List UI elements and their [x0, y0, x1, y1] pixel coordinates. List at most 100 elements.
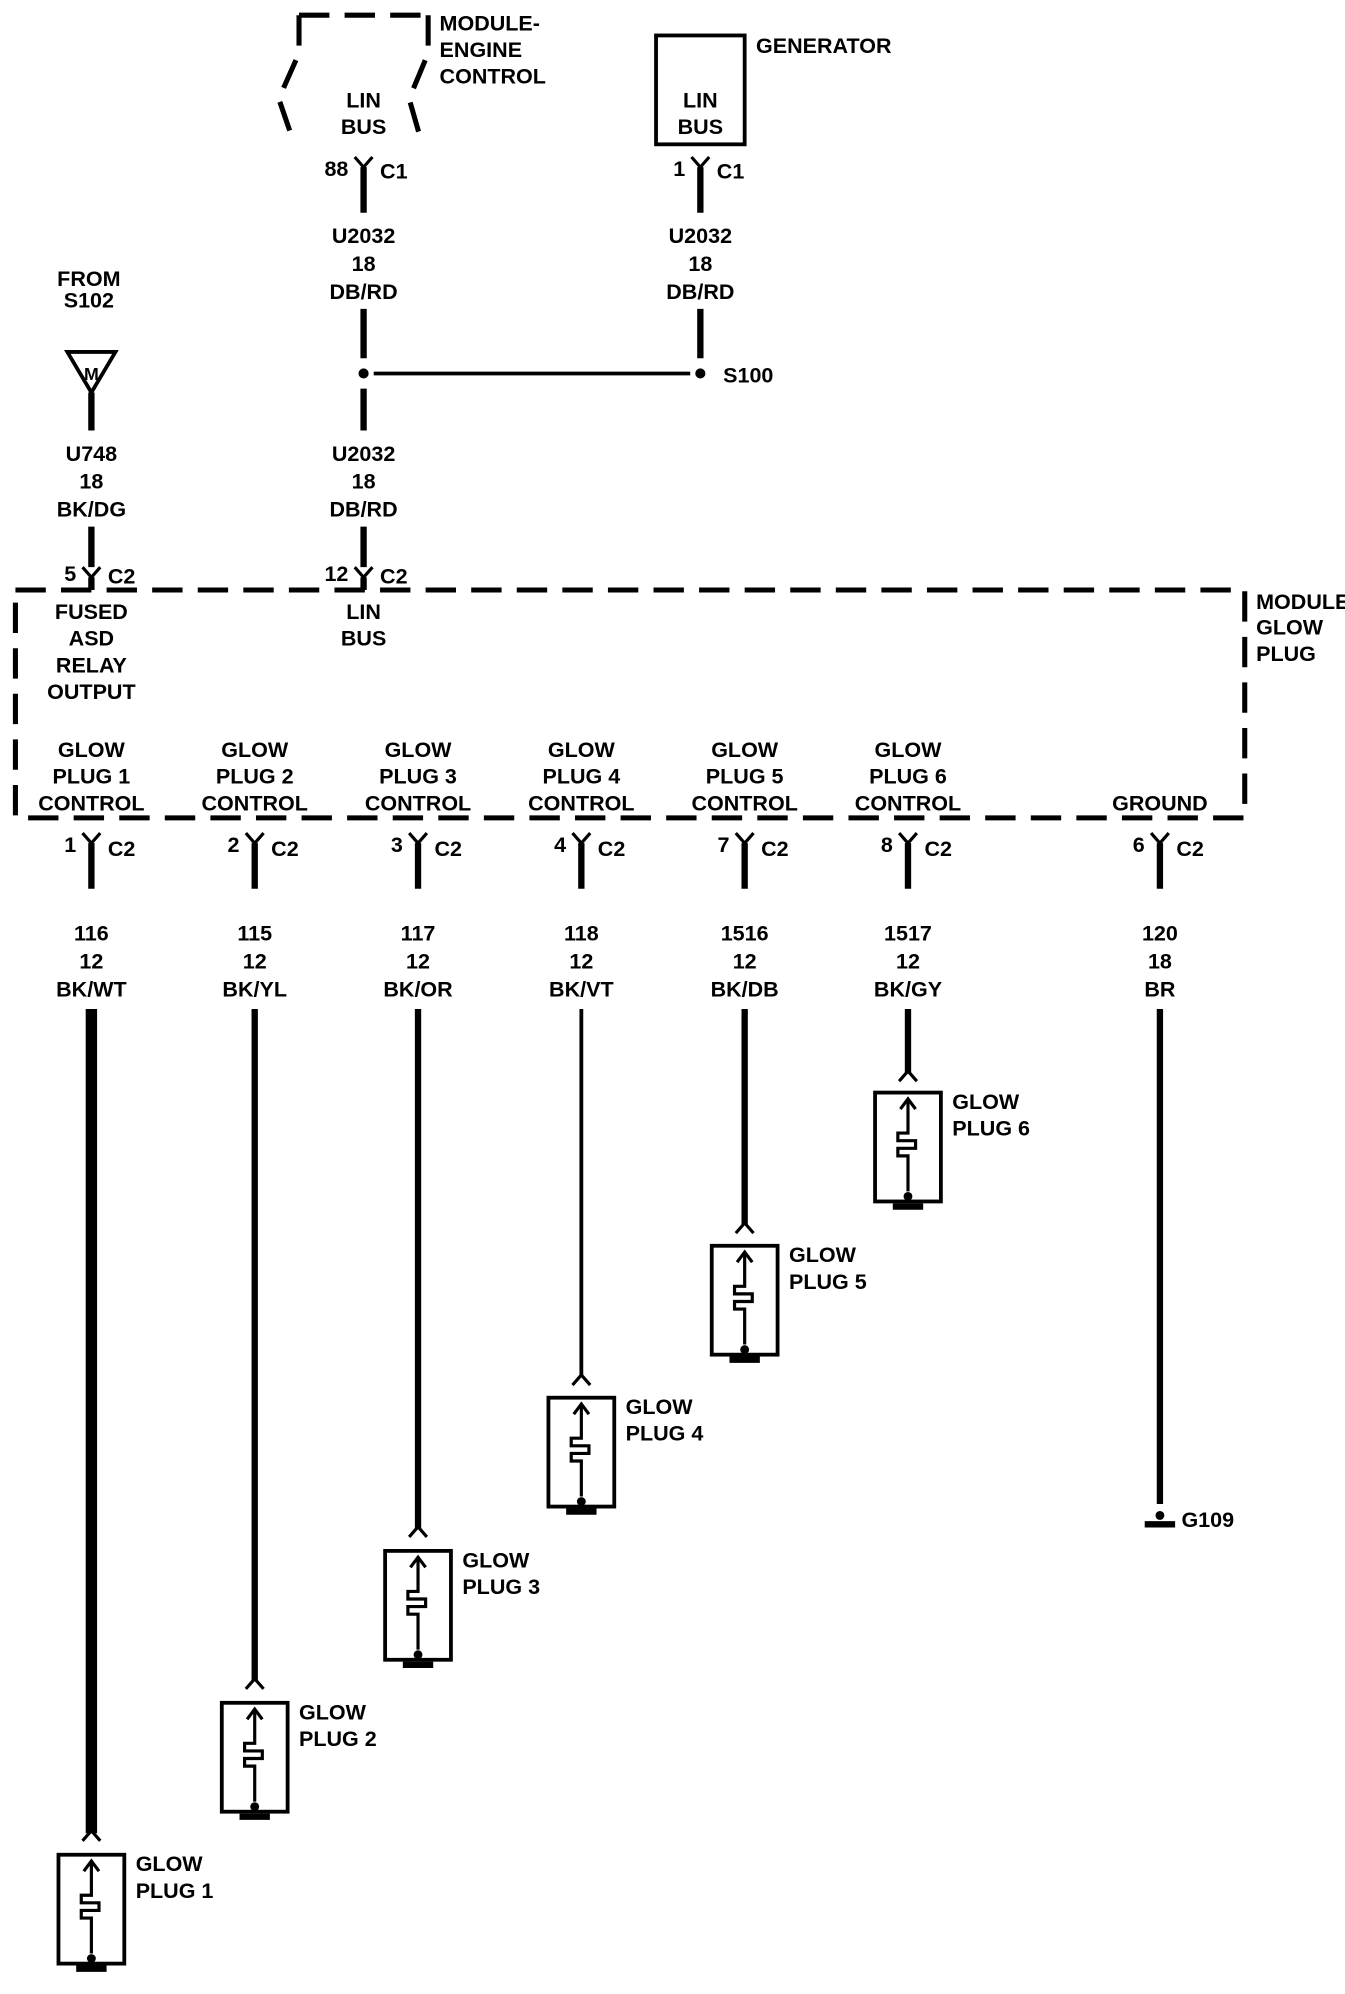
output-1-pin: 1 — [64, 833, 76, 857]
generator-pin-label-line1: LIN — [683, 89, 718, 113]
glow-plug-5-label-line2: PLUG 5 — [789, 1270, 867, 1294]
source-label-line1: FROM — [57, 267, 120, 291]
glow-plug-2-label-line1: GLOW — [299, 1700, 367, 1724]
fused-circuit: U748 — [66, 442, 117, 466]
generator-lin-wire: U2032 18 DB/RD — [666, 167, 734, 359]
generator-connector-icon — [690, 155, 711, 170]
fused-label-line3: RELAY — [56, 653, 127, 677]
output-channel-6: GLOW PLUG 6 CONTROL 8 C2 1517 12 BK/GY G… — [855, 738, 1030, 1210]
lin-label-line1: LIN — [346, 600, 381, 624]
output-2-conn: C2 — [271, 837, 299, 861]
lin-pin-number: 12 — [324, 562, 348, 586]
ecm-name-line2: ENGINE — [440, 38, 522, 62]
output-5-circuit: 1516 — [721, 922, 769, 946]
output-2-label-line1: GLOW — [221, 738, 289, 762]
generator-connector-id: C1 — [717, 160, 745, 184]
glow-plug-4-label-line2: PLUG 4 — [626, 1422, 704, 1446]
fused-color: BK/DG — [57, 498, 126, 522]
module-lin-color: DB/RD — [330, 498, 398, 522]
ecm-lin-circuit: U2032 — [332, 224, 395, 248]
generator-pin-number: 1 — [673, 157, 685, 181]
ground-point-label: G109 — [1181, 1508, 1234, 1532]
lin-connector-id: C2 — [380, 565, 408, 589]
ecm-lin-color: DB/RD — [330, 280, 398, 304]
output-3-circuit: 117 — [401, 922, 436, 946]
output-3-gauge: 12 — [406, 950, 430, 974]
glow-plug-5-label-line1: GLOW — [789, 1243, 857, 1267]
glow-plug-3-icon — [383, 1548, 453, 1668]
output-4-label-line1: GLOW — [548, 738, 616, 762]
output-5-conn: C2 — [761, 837, 789, 861]
glow-plug-2-label-line2: PLUG 2 — [299, 1727, 377, 1751]
ecm-name-line1: MODULE- — [440, 11, 540, 35]
output-4-label-line2: PLUG 4 — [542, 765, 620, 789]
output-4-conn: C2 — [598, 837, 626, 861]
glow-plug-1-icon — [56, 1852, 127, 1972]
output-channel-3: GLOW PLUG 3 CONTROL 3 C2 117 12 BK/OR GL… — [365, 738, 540, 1668]
output-1-color: BK/WT — [56, 977, 127, 1001]
output-5-label-line2: PLUG 5 — [706, 765, 784, 789]
ecm-pin-label-line1: LIN — [346, 89, 381, 113]
source-symbol: M — [84, 364, 99, 384]
fused-label-line4: OUTPUT — [47, 680, 135, 704]
output-1-label-line2: PLUG 1 — [53, 765, 131, 789]
output-5-label-line1: GLOW — [711, 738, 779, 762]
output-1-circuit: 116 — [74, 922, 109, 946]
glow-plug-1-label-line2: PLUG 1 — [136, 1879, 214, 1903]
ecm-lin-wire: U2032 18 DB/RD — [330, 167, 398, 359]
output-3-label-line1: GLOW — [385, 738, 453, 762]
module-lin-wire: U2032 18 DB/RD — [330, 388, 398, 590]
ecm-lin-gauge: 18 — [352, 252, 376, 276]
generator-pin-label-line2: BUS — [678, 115, 723, 139]
output-channel-5: GLOW PLUG 5 CONTROL 7 C2 1516 12 BK/DB G… — [691, 738, 867, 1363]
output-1-gauge: 12 — [79, 950, 103, 974]
output-3-label-line2: PLUG 3 — [379, 765, 457, 789]
glow-plug-3-label-line2: PLUG 3 — [462, 1575, 540, 1599]
fused-connector-id: C2 — [108, 565, 136, 589]
output-2-color: BK/YL — [222, 977, 287, 1001]
output-6-label-line3: CONTROL — [855, 791, 961, 815]
output-3-label-line3: CONTROL — [365, 791, 471, 815]
output-6-conn: C2 — [924, 837, 952, 861]
fused-pin-number: 5 — [64, 562, 76, 586]
output-4-color: BK/VT — [549, 977, 614, 1001]
glow-plug-1-label-line1: GLOW — [136, 1852, 204, 1876]
generator-module: GENERATOR LIN BUS 1 C1 — [654, 33, 892, 184]
glow-plug-3-label-line1: GLOW — [462, 1548, 530, 1572]
generator-lin-gauge: 18 — [688, 252, 712, 276]
source-from-s102: FROM S102 M U748 18 BK/DG — [57, 267, 126, 590]
output-6-label-line2: PLUG 6 — [869, 765, 947, 789]
ground-pin: 6 — [1133, 833, 1145, 857]
ecm-pin-number: 88 — [324, 157, 348, 181]
output-3-pin: 3 — [391, 833, 403, 857]
glow-module-name-line1: MODULE- — [1256, 590, 1345, 614]
ground-circuit: 120 — [1142, 922, 1178, 946]
generator-lin-circuit: U2032 — [669, 224, 732, 248]
output-6-color: BK/GY — [874, 977, 942, 1001]
output-4-gauge: 12 — [569, 950, 593, 974]
output-6-gauge: 12 — [896, 950, 920, 974]
glow-plug-5-icon — [709, 1243, 780, 1363]
output-6-label-line1: GLOW — [875, 738, 943, 762]
glow-module-name-line3: PLUG — [1256, 642, 1316, 666]
glow-module-name-line2: GLOW — [1256, 615, 1324, 639]
ground-symbol-icon — [1144, 1511, 1176, 1528]
ecm-pin-label-line2: BUS — [341, 115, 386, 139]
ecm-name-line3: CONTROL — [440, 65, 546, 89]
output-2-circuit: 115 — [237, 922, 272, 946]
output-6-circuit: 1517 — [884, 922, 932, 946]
lin-label-line2: BUS — [341, 627, 386, 651]
glow-plug-6-label-line1: GLOW — [952, 1090, 1020, 1114]
ecm-connector-id: C1 — [380, 160, 408, 184]
glow-plug-4-icon — [546, 1395, 617, 1515]
ground-label: GROUND — [1112, 791, 1208, 815]
output-5-pin: 7 — [718, 833, 730, 857]
ground-conn: C2 — [1176, 837, 1204, 861]
fused-gauge: 18 — [79, 470, 103, 494]
generator-lin-color: DB/RD — [666, 280, 734, 304]
output-2-label-line2: PLUG 2 — [216, 765, 294, 789]
splice-s100: S100 — [358, 363, 773, 387]
fused-label-line1: FUSED — [55, 600, 128, 624]
output-4-pin: 4 — [554, 833, 566, 857]
